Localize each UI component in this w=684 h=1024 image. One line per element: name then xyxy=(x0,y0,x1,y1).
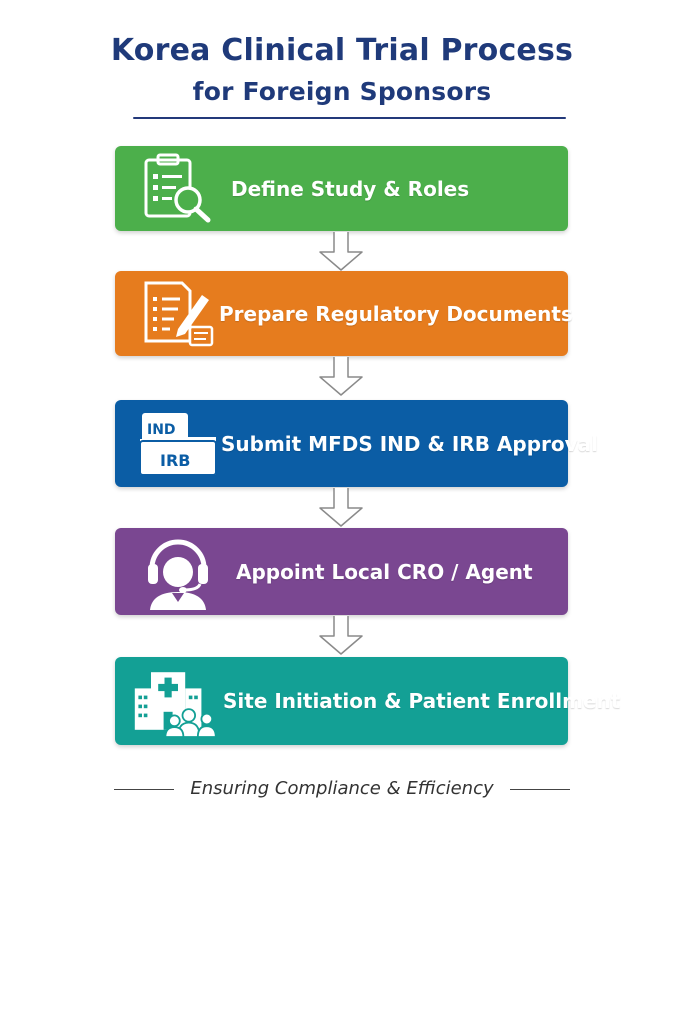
footer-text: Ensuring Compliance & Efficiency xyxy=(190,778,494,799)
page-title: Korea Clinical Trial Process for Foreign… xyxy=(0,30,684,110)
headset-agent-icon xyxy=(133,528,223,615)
arrow-down-icon xyxy=(319,357,363,396)
clipboard-search-icon xyxy=(133,146,223,231)
step-appoint-cro: Appoint Local CRO / Agent xyxy=(115,528,568,615)
arrow-down-icon xyxy=(319,232,363,271)
irb-text: IRB xyxy=(160,451,190,470)
document-pencil-icon xyxy=(133,271,223,356)
step-label: Prepare Regulatory Documents xyxy=(219,301,573,326)
step-site-initiation: Site Initiation & Patient Enrollment xyxy=(115,657,620,745)
title-underline xyxy=(133,117,566,119)
footer-rule-left xyxy=(114,789,174,790)
step-label: Define Study & Roles xyxy=(231,176,470,201)
step-label: Appoint Local CRO / Agent xyxy=(236,559,533,584)
arrow-down-icon xyxy=(319,488,363,527)
step-label: Site Initiation & Patient Enrollment xyxy=(223,689,621,713)
step-label: Submit MFDS IND & IRB Approval xyxy=(221,431,599,456)
step-submit-ind-irb: IND IRB Submit MFDS IND & IRB Approval xyxy=(115,400,598,487)
ind-irb-folder-icon: IND IRB xyxy=(133,400,223,487)
step-define-study: Define Study & Roles xyxy=(115,146,568,231)
title-line-2: for Foreign Sponsors xyxy=(192,77,492,106)
footer-rule-right xyxy=(510,789,570,790)
hospital-patients-icon xyxy=(133,657,223,745)
arrow-down-icon xyxy=(319,616,363,655)
step-prepare-documents: Prepare Regulatory Documents xyxy=(115,271,573,356)
title-line-1: Korea Clinical Trial Process xyxy=(110,33,574,68)
ind-text: IND xyxy=(147,422,176,438)
footer: Ensuring Compliance & Efficiency xyxy=(0,776,684,804)
